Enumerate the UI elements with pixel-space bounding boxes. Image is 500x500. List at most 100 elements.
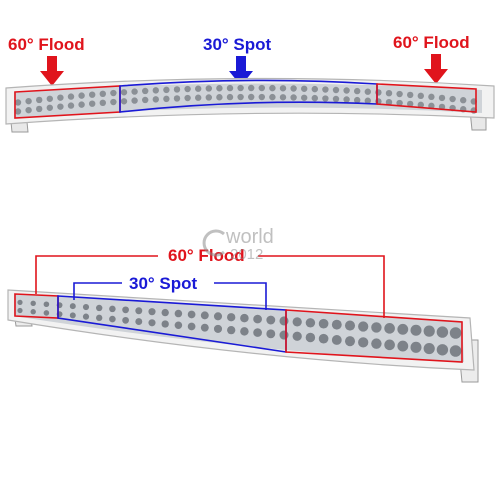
led-dot bbox=[290, 94, 297, 101]
led-dot bbox=[301, 94, 308, 101]
led-dot bbox=[237, 93, 244, 101]
led-dot bbox=[248, 93, 255, 101]
led-dot bbox=[269, 93, 276, 101]
led-dot bbox=[14, 99, 22, 106]
led-dot bbox=[279, 85, 287, 92]
led-dot bbox=[195, 85, 202, 92]
led-dot bbox=[417, 92, 424, 100]
led-dot bbox=[449, 345, 462, 357]
led-dot bbox=[227, 325, 236, 335]
led-dot bbox=[301, 85, 308, 92]
led-dot bbox=[161, 320, 169, 328]
led-dot bbox=[269, 84, 276, 92]
led-dot bbox=[216, 94, 223, 101]
led-dot bbox=[205, 94, 212, 101]
led-dot bbox=[184, 94, 191, 102]
led-dot bbox=[46, 104, 53, 111]
led-dot bbox=[57, 94, 64, 101]
led-dot bbox=[200, 323, 209, 332]
led-dot bbox=[99, 90, 107, 98]
led-dot bbox=[109, 315, 116, 323]
watermark-text: world bbox=[226, 226, 274, 248]
led-dot bbox=[43, 301, 50, 308]
led-dot bbox=[46, 95, 53, 102]
led-dot bbox=[438, 94, 446, 102]
led-dot bbox=[187, 310, 196, 319]
led-dot bbox=[428, 93, 435, 101]
led-dot bbox=[36, 105, 43, 113]
led-dot bbox=[290, 85, 297, 92]
led-dot bbox=[89, 91, 96, 98]
led-dot bbox=[410, 341, 422, 353]
led-dot bbox=[184, 85, 191, 93]
led-dot bbox=[397, 323, 409, 335]
led-dot bbox=[322, 86, 329, 93]
led-dot bbox=[311, 85, 318, 93]
led-dot bbox=[460, 97, 467, 104]
led-dot bbox=[410, 324, 422, 336]
led-dot bbox=[200, 311, 209, 320]
led-dot bbox=[67, 93, 75, 100]
bottom-spot-label: 30° Spot bbox=[129, 274, 198, 293]
led-dot bbox=[332, 86, 340, 94]
led-dot bbox=[227, 313, 236, 322]
led-dot bbox=[266, 329, 276, 339]
led-dot bbox=[142, 87, 149, 95]
led-dot bbox=[174, 321, 183, 329]
led-dot bbox=[163, 86, 170, 94]
led-dot bbox=[237, 84, 244, 92]
led-dot bbox=[258, 84, 265, 92]
led-dot bbox=[292, 317, 302, 327]
led-dot bbox=[226, 93, 234, 101]
led-dot bbox=[226, 84, 234, 92]
led-dot bbox=[174, 309, 183, 318]
led-dot bbox=[311, 94, 318, 102]
led-dot bbox=[69, 303, 76, 310]
led-dot bbox=[417, 101, 424, 109]
led-dot bbox=[343, 87, 350, 94]
led-dot bbox=[152, 96, 159, 103]
led-dot bbox=[135, 307, 143, 315]
led-dot bbox=[148, 308, 156, 316]
top-light-bar-photo bbox=[5, 77, 495, 133]
led-dot bbox=[30, 309, 36, 315]
top-flood-left-label: 60° Flood bbox=[8, 35, 85, 54]
led-dot bbox=[25, 97, 32, 105]
led-dot bbox=[384, 339, 395, 351]
led-dot bbox=[163, 95, 170, 103]
led-dot bbox=[131, 88, 138, 95]
led-dot bbox=[292, 331, 302, 341]
led-dot bbox=[173, 95, 181, 102]
led-dot bbox=[332, 95, 340, 103]
led-dot bbox=[371, 322, 382, 333]
led-dot bbox=[120, 98, 128, 105]
bottom-flood-label: 60° Flood bbox=[168, 246, 245, 265]
led-dot bbox=[240, 327, 249, 336]
led-dot bbox=[322, 95, 329, 102]
led-dot bbox=[253, 314, 262, 324]
led-dot bbox=[213, 312, 223, 321]
led-dot bbox=[258, 93, 265, 101]
led-dot bbox=[331, 319, 342, 330]
led-dot bbox=[384, 323, 395, 334]
led-dot bbox=[110, 98, 117, 106]
led-dot bbox=[195, 94, 202, 101]
led-dot bbox=[364, 88, 371, 95]
led-dot bbox=[343, 96, 350, 103]
led-dot bbox=[305, 332, 316, 343]
led-dot bbox=[279, 316, 289, 326]
led-dot bbox=[423, 342, 435, 355]
led-dot bbox=[371, 338, 382, 349]
led-dot bbox=[407, 91, 414, 99]
led-dot bbox=[396, 90, 403, 98]
led-dot bbox=[173, 86, 181, 93]
led-dot bbox=[78, 92, 85, 99]
led-dot bbox=[69, 312, 76, 319]
led-dot bbox=[99, 99, 107, 107]
led-dot bbox=[305, 318, 316, 328]
led-dot bbox=[266, 315, 276, 325]
led-dot bbox=[213, 324, 223, 333]
led-dot bbox=[396, 99, 403, 107]
led-dot bbox=[120, 89, 128, 96]
led-dot bbox=[187, 322, 196, 331]
